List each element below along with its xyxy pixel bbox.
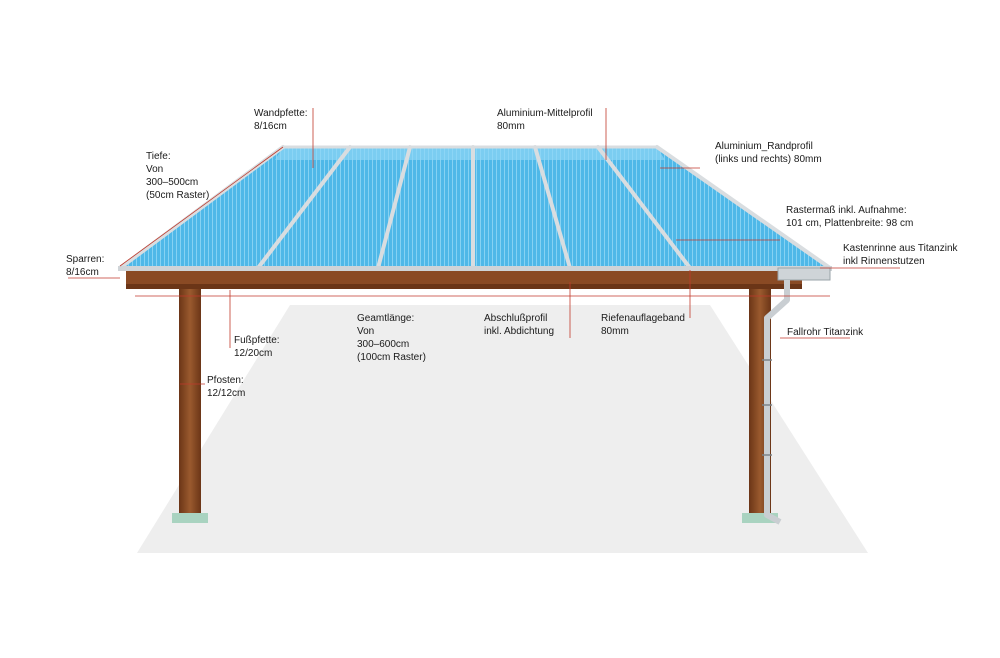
abschluss-profile xyxy=(118,266,832,271)
post-base-left xyxy=(172,513,208,523)
gutter xyxy=(777,267,831,281)
label-wandpfette: Wandpfette:8/16cm xyxy=(254,108,308,132)
leader-lines xyxy=(68,108,900,385)
label-sparren: Sparren:8/16cm xyxy=(66,254,105,278)
post-base-right xyxy=(742,513,778,523)
label-fallrohr: Fallrohr Titanzink xyxy=(787,327,864,338)
post-left xyxy=(179,285,201,515)
label-gesamtlaenge: Geamtlänge:Von 300–600cm(100cm Raster) xyxy=(357,313,426,363)
roof-back-strip xyxy=(275,147,665,160)
label-randprofil: Aluminium_Randprofil(links und rechts) 8… xyxy=(715,141,822,165)
label-rastermass: Rastermaß inkl. Aufnahme:101 cm, Platten… xyxy=(786,205,914,229)
downpipe-clamps xyxy=(762,359,772,456)
fusspfette-shadow xyxy=(126,284,802,289)
ground-shadow xyxy=(137,305,868,553)
label-fusspfette: Fußpfette:12/20cm xyxy=(234,335,280,359)
label-pfosten: Pfosten:12/12cm xyxy=(207,375,246,399)
downpipe xyxy=(764,280,790,525)
label-tiefe: Tiefe:Von 300–500cm(50cm Raster) xyxy=(146,151,210,201)
